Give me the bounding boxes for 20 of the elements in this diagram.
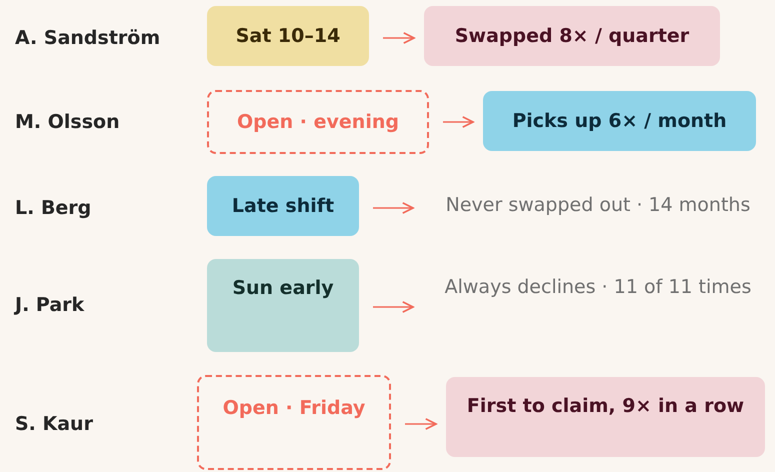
arrow — [373, 300, 414, 314]
person-name: A. Sandström — [15, 27, 160, 49]
open-shift-box: Open · Friday — [197, 375, 391, 470]
person-name: L. Berg — [15, 197, 92, 219]
person-name: S. Kaur — [15, 413, 93, 435]
shift-box: Sun early — [207, 259, 359, 352]
person-name: J. Park — [15, 294, 84, 316]
shift-box: Sat 10–14 — [207, 6, 369, 66]
arrow — [405, 418, 437, 430]
outcome-box: Swapped 8× / quarter — [424, 6, 720, 66]
outcome-text: Never swapped out · 14 months — [423, 194, 773, 222]
arrow — [373, 202, 414, 214]
arrow — [443, 116, 474, 128]
outcome-text: Always declines · 11 of 11 times — [423, 276, 773, 304]
person-name: M. Olsson — [15, 111, 120, 133]
outcome-box: First to claim, 9× in a row — [446, 377, 765, 457]
shift-box: Picks up 6× / month — [483, 91, 756, 151]
arrow — [383, 32, 415, 44]
shift-box: Late shift — [207, 176, 359, 236]
open-shift-box: Open · evening — [207, 90, 429, 154]
